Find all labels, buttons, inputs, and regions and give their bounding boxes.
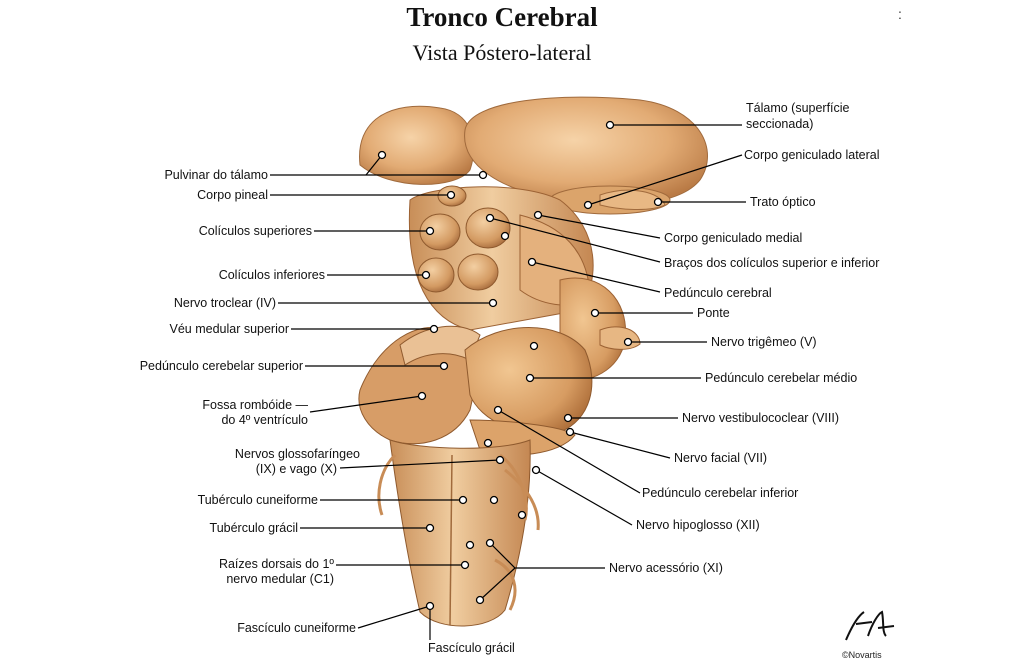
- label-superior-colliculi: Colículos superiores: [198, 224, 312, 238]
- label-inferior-cerebellar-peduncle: Pedúnculo cerebelar inferior: [642, 486, 799, 500]
- label-inferior-colliculi: Colículos inferiores: [218, 268, 325, 282]
- label-brachia-colliculi: Braços dos colículos superior e inferior: [664, 256, 880, 270]
- label-optic-tract: Trato óptico: [750, 195, 816, 209]
- label-accessory-nerve: Nervo acessório (XI): [609, 561, 723, 575]
- label-markers: [377, 120, 663, 611]
- label-vestibulocochlear-nerve: Nervo vestibulococlear (VIII): [682, 411, 840, 425]
- superior-colliculus-right: [465, 207, 511, 249]
- label-thalamus-line1: Tálamo (superfície: [746, 101, 850, 115]
- page-title: Tronco Cerebral: [406, 2, 598, 32]
- label-thalamus-line2: seccionada): [746, 117, 814, 131]
- label-trochlear-nerve: Nervo troclear (IV): [173, 296, 276, 310]
- label-trigeminal-nerve: Nervo trigêmeo (V): [711, 335, 817, 349]
- label-c1-dorsal-roots-line2: nervo medular (C1): [226, 572, 334, 586]
- label-cerebral-peduncle: Pedúnculo cerebral: [664, 286, 772, 300]
- trigeminal-nerve: [599, 326, 641, 350]
- label-pulvinar: Pulvinar do tálamo: [164, 168, 268, 182]
- label-hypoglossal-nerve: Nervo hipoglosso (XII): [636, 518, 760, 532]
- label-lateral-geniculate: Corpo geniculado lateral: [744, 148, 880, 162]
- copyright-notice: ©Novartis: [842, 650, 882, 660]
- label-cuneate-fasciculus: Fascículo cuneiforme: [237, 621, 356, 635]
- label-pineal-body: Corpo pineal: [197, 188, 268, 202]
- nerve-rootlets-left: [377, 453, 397, 516]
- page-subtitle: Vista Póstero-lateral: [412, 40, 592, 65]
- label-medial-geniculate: Corpo geniculado medial: [664, 231, 803, 245]
- label-facial-nerve: Nervo facial (VII): [674, 451, 768, 465]
- label-superior-cerebellar-peduncle: Pedúnculo cerebelar superior: [139, 359, 303, 373]
- leader-lines: [270, 124, 746, 640]
- label-rhomboid-fossa-line2: do 4º ventrículo: [221, 413, 308, 427]
- label-gracile-fasciculus: Fascículo grácil: [428, 641, 515, 655]
- optic-tract: [599, 189, 666, 211]
- label-superior-medullary-velum: Véu medular superior: [169, 322, 289, 336]
- label-c1-dorsal-roots-line1: Raízes dorsais do 1º: [218, 557, 334, 571]
- label-glossopharyngeal-line2: (IX) e vago (X): [255, 462, 337, 476]
- label-pons: Ponte: [697, 306, 730, 320]
- label-glossopharyngeal-line1: Nervos glossofaríngeo: [234, 447, 360, 461]
- label-cuneate-tubercle: Tubérculo cuneiforme: [197, 493, 318, 507]
- netter-signature: [845, 610, 895, 641]
- superior-colliculus-left: [419, 213, 461, 251]
- label-gracile-tubercle: Tubérculo grácil: [209, 521, 298, 535]
- posterior-median-sulcus: [449, 454, 453, 626]
- label-rhomboid-fossa-line1: Fossa rombóide —: [202, 398, 308, 412]
- inferior-colliculus-right: [457, 253, 499, 291]
- rhomboid-fossa: [358, 327, 475, 445]
- thalamus-left: [359, 105, 475, 185]
- medulla: [389, 439, 531, 627]
- stray-mark: :: [898, 6, 902, 22]
- label-middle-cerebellar-peduncle: Pedúnculo cerebelar médio: [705, 371, 858, 385]
